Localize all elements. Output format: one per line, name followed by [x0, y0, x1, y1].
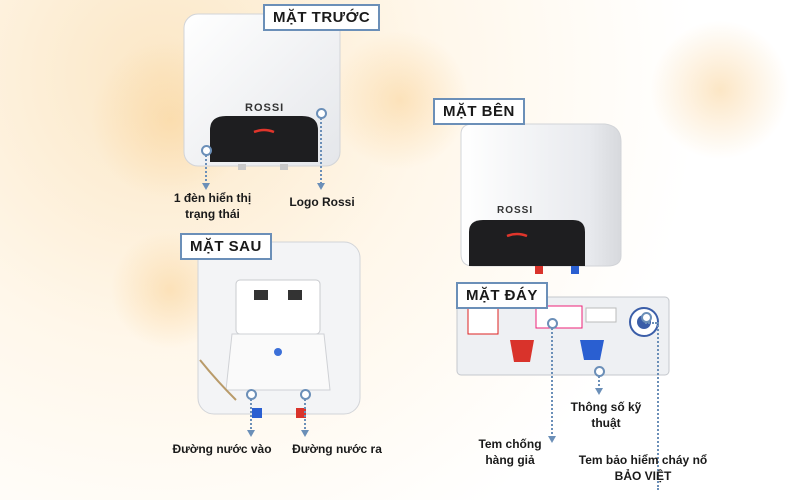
- callout-anti-fake: Tem chống hàng giả: [478, 437, 542, 467]
- callout-line-insurance: [657, 322, 659, 490]
- callout-water-out: Đường nước ra: [292, 442, 382, 456]
- brand-logo-side: ROSSI: [497, 205, 534, 216]
- heater-front-image: [183, 13, 341, 170]
- callout-spec: Thông số kỹ thuật: [570, 400, 642, 430]
- brand-logo-front: ROSSI: [245, 102, 285, 114]
- label-side: MẶT BÊN: [433, 98, 525, 125]
- label-back: MẶT SAU: [180, 233, 272, 260]
- bokeh-light: [650, 20, 790, 160]
- callout-line-logo: [320, 118, 322, 184]
- callout-line-insurance-h: [645, 322, 657, 324]
- label-front: MẶT TRƯỚC: [263, 4, 381, 31]
- heater-back-image: [197, 241, 361, 418]
- callout-arrow-spec: [595, 388, 603, 395]
- callout-arrow-logo: [317, 183, 325, 190]
- callout-arrow-water-out: [301, 430, 309, 437]
- callout-arrow-anti-fake: [548, 436, 556, 443]
- callout-line-spec: [598, 376, 600, 390]
- callout-line-anti-fake: [551, 328, 553, 438]
- heater-bottom-image: [456, 296, 670, 376]
- callout-arrow-water-in: [247, 430, 255, 437]
- callout-arrow-status: [202, 183, 210, 190]
- callout-line-status: [205, 155, 207, 185]
- heater-side-image: [460, 123, 622, 274]
- callout-water-in: Đường nước vào: [172, 442, 272, 456]
- callout-line-water-out: [304, 399, 306, 433]
- label-bottom: MẶT ĐÁY: [456, 282, 548, 309]
- callout-logo: Logo Rossi: [289, 195, 355, 209]
- callout-status-light: 1 đèn hiển thị trạng thái: [173, 191, 252, 221]
- callout-insurance: Tem bảo hiểm cháy nổ BẢO VIỆT: [578, 453, 708, 483]
- callout-line-water-in: [250, 399, 252, 433]
